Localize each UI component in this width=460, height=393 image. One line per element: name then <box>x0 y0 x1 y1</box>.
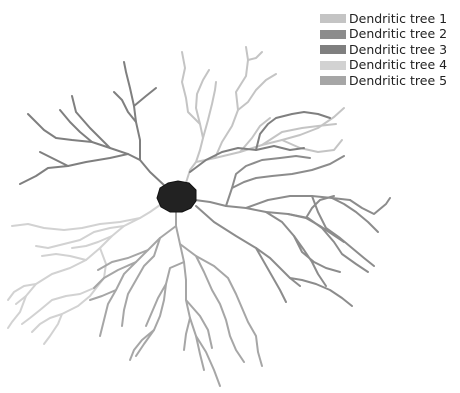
legend-item: Dendritic tree 3 <box>320 42 460 58</box>
soma <box>157 181 196 212</box>
legend-swatch <box>320 14 346 23</box>
legend-swatch <box>320 45 346 54</box>
legend-swatch <box>320 76 346 85</box>
legend-label: Dendritic tree 3 <box>349 44 447 57</box>
legend-item: Dendritic tree 1 <box>320 11 460 27</box>
legend-item: Dendritic tree 2 <box>320 27 460 43</box>
legend-label: Dendritic tree 1 <box>349 13 447 26</box>
dendritic-tree-3 <box>20 62 330 186</box>
legend-item: Dendritic tree 4 <box>320 58 460 74</box>
legend: Dendritic tree 1 Dendritic tree 2 Dendri… <box>320 11 460 89</box>
dendritic-tree-4 <box>8 205 160 344</box>
legend-item: Dendritic tree 5 <box>320 73 460 89</box>
legend-swatch <box>320 30 346 39</box>
legend-label: Dendritic tree 5 <box>349 75 447 88</box>
legend-swatch <box>320 61 346 70</box>
legend-label: Dendritic tree 4 <box>349 59 447 72</box>
legend-label: Dendritic tree 2 <box>349 28 447 41</box>
dendritic-tree-5 <box>90 212 262 386</box>
dendritic-tree-2 <box>195 156 390 306</box>
